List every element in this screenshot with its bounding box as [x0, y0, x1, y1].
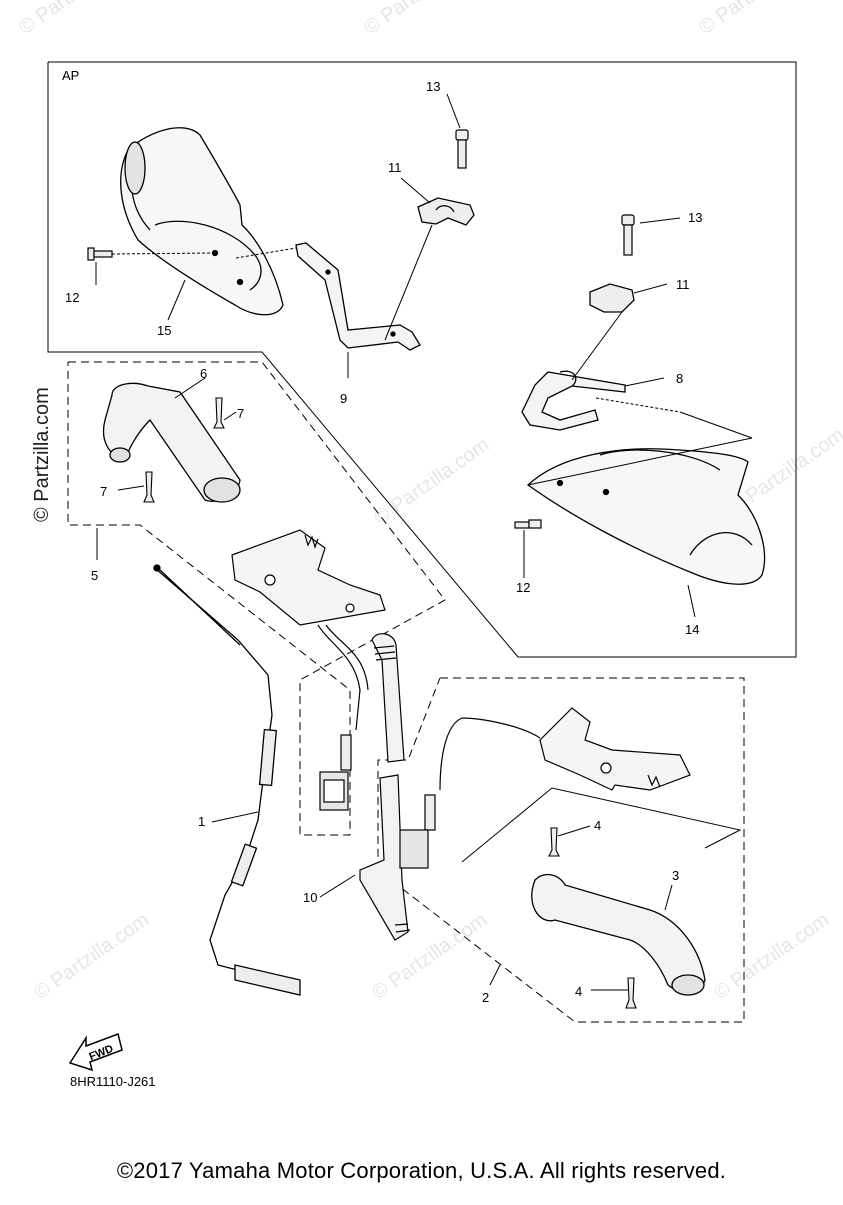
side-watermark: © Partzilla.com — [31, 387, 53, 522]
rivet-7-upper — [213, 397, 225, 429]
callouts: 13 11 12 15 9 13 11 8 12 14 6 7 7 5 1 10… — [65, 79, 702, 1005]
cable-1 — [153, 564, 301, 996]
ap-group-frame — [47, 61, 797, 658]
clamp-11-upper — [417, 197, 475, 226]
bracket-10 — [295, 242, 421, 351]
callout-2: 2 — [482, 990, 489, 1005]
callout-1: 1 — [198, 814, 205, 829]
callout-13-upper: 13 — [426, 79, 440, 94]
callout-6: 6 — [200, 366, 207, 381]
watermark: © Partzilla.com — [360, 0, 483, 39]
callout-11-right: 11 — [676, 277, 690, 292]
callout-14: 14 — [685, 622, 699, 637]
group-label: AP — [62, 68, 79, 83]
hand-guard-left — [120, 127, 284, 316]
watermark: © Partzilla.com — [710, 909, 833, 1004]
corrugated-tube-8 — [359, 633, 411, 941]
rivet-4-upper — [548, 827, 560, 857]
group-5-frame — [67, 361, 446, 836]
fwd-arrow-icon: FWD — [68, 1033, 123, 1072]
leader-lines — [95, 93, 753, 991]
callout-4-lower: 4 — [575, 984, 582, 999]
heater-wire-right — [399, 717, 541, 869]
callout-3: 3 — [672, 868, 679, 883]
clamp-11-right — [589, 283, 635, 313]
heater-sheet-outline — [461, 787, 742, 863]
copyright-footer: ©2017 Yamaha Motor Corporation, U.S.A. A… — [116, 1158, 727, 1183]
bolt-13-upper — [455, 129, 469, 169]
drawing-code: 8HR1110-J261 — [70, 1074, 156, 1089]
hand-guard-right — [526, 448, 766, 585]
callout-13-right: 13 — [688, 210, 702, 225]
watermark: © Partzilla.com — [370, 434, 493, 529]
callout-9: 8 — [676, 371, 683, 386]
callout-8: 10 — [303, 890, 317, 905]
watermark: © Partzilla.com — [695, 0, 818, 39]
rivet-4-lower — [625, 977, 637, 1009]
grip-heater-3 — [531, 873, 706, 996]
grip-heater-6 — [102, 382, 241, 503]
screw-12-upper — [87, 247, 113, 261]
callout-5: 5 — [91, 568, 98, 583]
callout-4-upper: 4 — [594, 818, 601, 833]
watermark: © Partzilla.com — [30, 909, 153, 1004]
heater-element-left — [231, 529, 386, 626]
heater-wire-left — [317, 624, 369, 811]
callout-12-upper: 12 — [65, 290, 79, 305]
watermark: © Partzilla.com — [15, 0, 138, 39]
callout-7-lower: 7 — [100, 484, 107, 499]
bolt-13-right — [621, 214, 635, 256]
callout-7-upper: 7 — [237, 406, 244, 421]
heater-element-right — [539, 707, 691, 791]
bracket-9 — [521, 370, 626, 431]
callout-15: 15 — [157, 323, 171, 338]
rivet-7-lower — [143, 471, 155, 503]
callout-12-right: 12 — [516, 580, 530, 595]
screw-12-right — [514, 519, 542, 529]
callout-10: 9 — [340, 391, 347, 406]
callout-11-upper: 11 — [388, 160, 402, 175]
